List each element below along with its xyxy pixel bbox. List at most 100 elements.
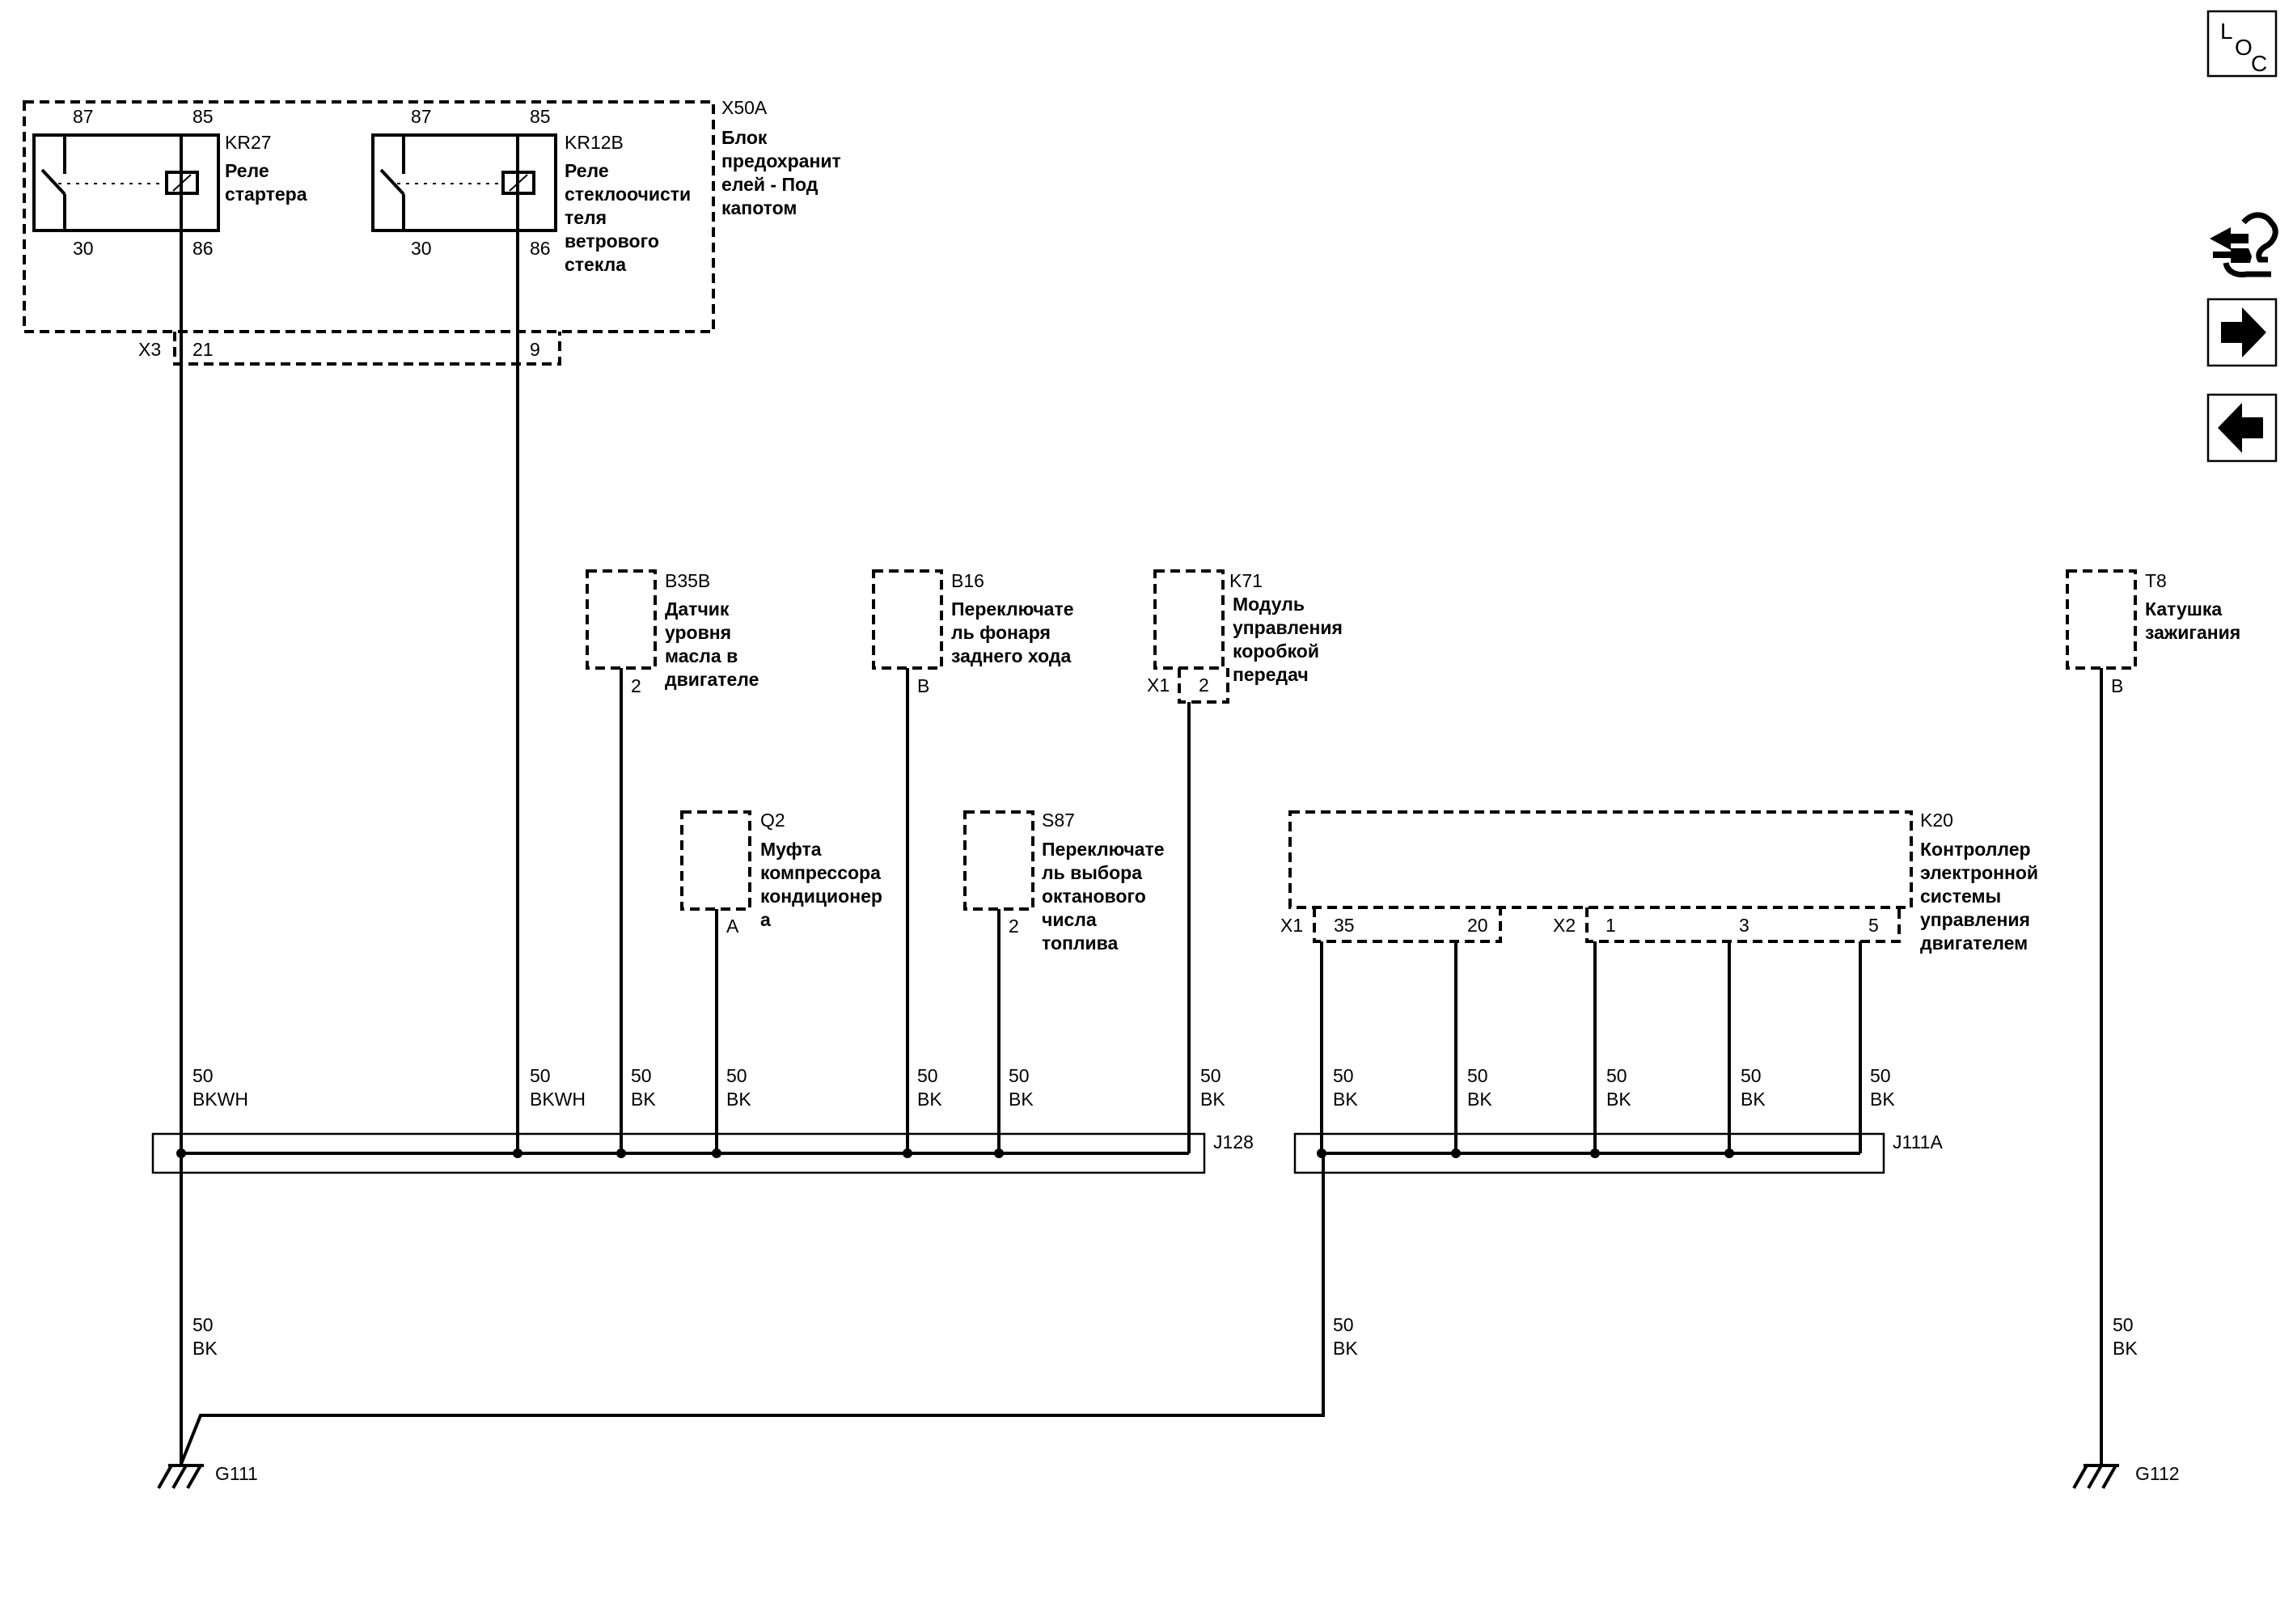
svg-text:50: 50	[1741, 1065, 1762, 1086]
relay-kr12b: 87 85 30 86 KR12B Реле стеклоочисти теля…	[371, 106, 696, 275]
component-k20: K20 Контроллер электронной системы управ…	[1280, 810, 2043, 954]
component-q2-id: Q2	[760, 810, 785, 831]
ground-g112: G112	[2072, 1463, 2180, 1489]
relay-kr27-id: KR27	[225, 132, 272, 153]
component-k71-name: Модуль управления коробкой передач	[1233, 594, 1347, 685]
splice-j111a-label: J111A	[1893, 1131, 1943, 1152]
relay-kr12b-pin-87: 87	[411, 106, 432, 127]
wires	[180, 230, 2103, 1465]
component-k20-x2-pin-3: 3	[1739, 915, 1749, 936]
svg-text:50: 50	[917, 1065, 938, 1086]
svg-text:50: 50	[726, 1065, 747, 1086]
component-s87-id: S87	[1042, 810, 1075, 831]
svg-text:50: 50	[1870, 1065, 1891, 1086]
svg-text:BK: BK	[1333, 1338, 1358, 1359]
relay-kr27-pin-87: 87	[73, 106, 94, 127]
svg-text:50: 50	[1467, 1065, 1488, 1086]
svg-text:BKWH: BKWH	[530, 1089, 586, 1110]
component-k71-pin: 2	[1199, 675, 1209, 696]
component-k71-connector	[1178, 668, 1229, 704]
svg-text:BK: BK	[917, 1089, 942, 1110]
relay-kr27: 87 85 30 86 KR27 Реле стартера	[32, 106, 307, 259]
ground-g111: G111	[157, 1463, 258, 1489]
relay-kr12b-pin-85: 85	[530, 106, 551, 127]
component-k20-x1-label: X1	[1280, 915, 1303, 936]
svg-text:50: 50	[1333, 1314, 1354, 1335]
svg-text:50: 50	[1606, 1065, 1627, 1086]
svg-text:BK: BK	[1606, 1089, 1631, 1110]
component-k20-connector-x2	[1585, 907, 1901, 943]
svg-text:50: 50	[192, 1065, 214, 1086]
component-k71-id: K71	[1229, 570, 1263, 591]
relay-kr27-pin-30: 30	[73, 238, 94, 259]
loc-letter-l: L	[2220, 19, 2233, 44]
component-k20-x1-pin-20: 20	[1467, 915, 1488, 936]
component-t8: T8 Катушка зажигания B	[2066, 569, 2240, 696]
arrow-right-icon[interactable]	[2206, 298, 2278, 367]
splice-dots	[176, 1148, 1734, 1158]
component-s87: S87 Переключате ль выбора октанового чис…	[963, 810, 1170, 954]
component-b16: B16 Переключате ль фонаря заднего хода B	[872, 569, 1074, 696]
connector-x3-label: X3	[138, 339, 161, 360]
svg-text:BK: BK	[726, 1089, 751, 1110]
component-k20-connector-x1	[1313, 907, 1502, 943]
component-k71-connector-label: X1	[1147, 675, 1170, 696]
loc-letter-c: C	[2251, 51, 2267, 76]
component-q2-name: Муфта компрессора кондиционер а	[760, 839, 887, 930]
svg-text:BK: BK	[192, 1338, 218, 1359]
component-k20-x2-pin-5: 5	[1868, 915, 1879, 936]
svg-text:BK: BK	[1333, 1089, 1358, 1110]
svg-text:BK: BK	[1467, 1089, 1492, 1110]
svg-text:BK: BK	[2113, 1338, 2138, 1359]
component-t8-pin: B	[2111, 675, 2123, 696]
component-b35b: B35B Датчик уровня масла в двигателе 2	[586, 569, 759, 696]
wiring-harness-icon[interactable]	[2210, 212, 2278, 277]
svg-text:BK: BK	[631, 1089, 656, 1110]
component-b35b-id: B35B	[665, 570, 710, 591]
component-q2: Q2 Муфта компрессора кондиционер а A	[680, 810, 887, 937]
component-b35b-pin: 2	[631, 675, 641, 696]
component-b16-pin: B	[917, 675, 929, 696]
svg-text:50: 50	[2113, 1314, 2134, 1335]
component-k20-name: Контроллер электронной системы управлени…	[1920, 839, 2043, 954]
arrow-left-icon[interactable]	[2206, 393, 2278, 463]
component-s87-pin: 2	[1009, 916, 1019, 937]
ground-g112-label: G112	[2135, 1463, 2180, 1484]
relay-kr27-pin-85: 85	[192, 106, 214, 127]
svg-text:50: 50	[530, 1065, 551, 1086]
ground-g111-label: G111	[215, 1463, 258, 1484]
component-b16-id: B16	[951, 570, 984, 591]
svg-text:BK: BK	[1009, 1089, 1034, 1110]
connector-x3-pin-9: 9	[530, 339, 540, 360]
svg-text:BK: BK	[1741, 1089, 1766, 1110]
loc-letter-o: O	[2235, 35, 2253, 60]
component-k20-x2-pin-1: 1	[1606, 915, 1616, 936]
relay-kr12b-name: Реле стеклоочисти теля ветрового стекла	[565, 160, 696, 275]
component-s87-name: Переключате ль выбора октанового числа т…	[1042, 839, 1170, 954]
component-t8-id: T8	[2145, 570, 2167, 591]
relay-kr12b-id: KR12B	[565, 132, 624, 153]
loc-button[interactable]: L O C	[2206, 10, 2278, 78]
fuse-block-id: X50A	[721, 97, 768, 118]
component-k20-id: K20	[1920, 810, 1953, 831]
component-b35b-name: Датчик уровня масла в двигателе	[665, 598, 759, 690]
fuse-block-x50a: X50A Блок предохранит елей - Под капотом…	[23, 97, 846, 366]
svg-text:BKWH: BKWH	[192, 1089, 248, 1110]
connector-x3	[173, 332, 561, 366]
splice-j111a: J111A	[1293, 1131, 1943, 1174]
fuse-block-name: Блок предохранит елей - Под капотом	[721, 127, 846, 218]
svg-text:BK: BK	[1870, 1089, 1895, 1110]
relay-kr12b-pin-30: 30	[411, 238, 432, 259]
component-t8-name: Катушка зажигания	[2145, 598, 2240, 643]
